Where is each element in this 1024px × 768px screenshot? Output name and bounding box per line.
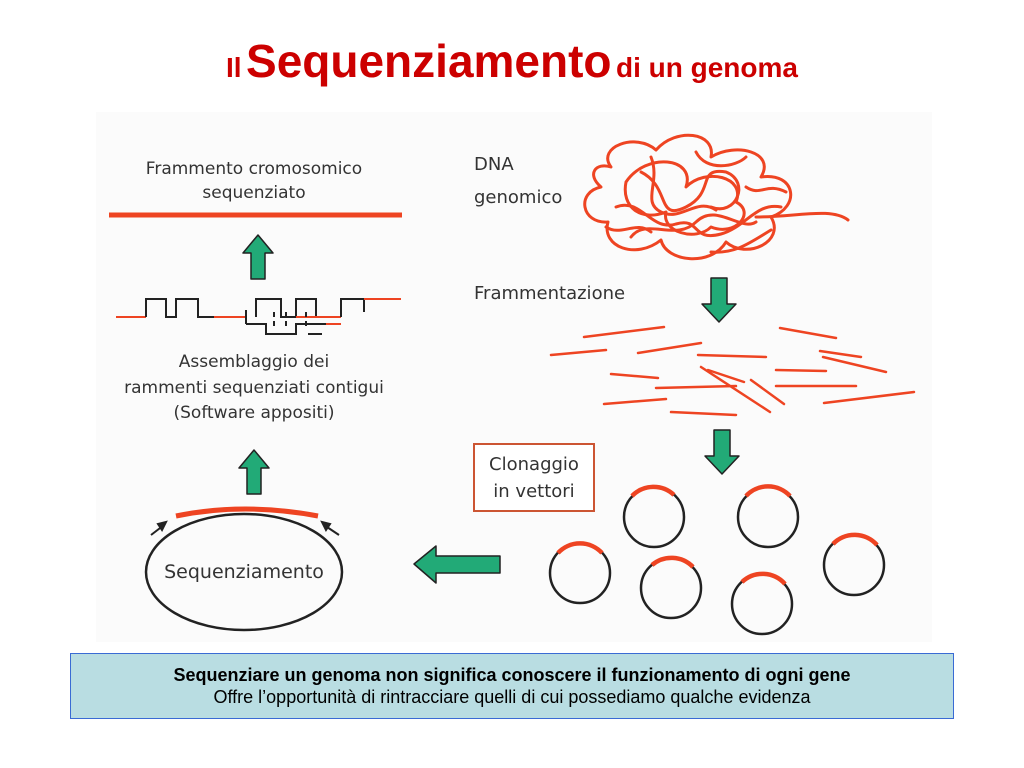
primer-arrows	[150, 520, 340, 536]
title-prefix: Il	[226, 52, 242, 83]
note-line-1: Sequenziare un genoma non significa cono…	[173, 665, 851, 685]
sequencing-vector-oval	[144, 512, 344, 632]
assembly-label: Assemblaggio dei rammenti sequenziati co…	[124, 352, 384, 423]
slide-title: Il Sequenziamento di un genoma	[0, 34, 1024, 88]
sequencing-diagram: Frammento cromosomico sequenziato Assemb…	[96, 112, 932, 642]
insert-segment	[175, 506, 319, 519]
down-arrow-bottom	[704, 429, 740, 475]
fragment-label: Frammento cromosomico sequenziato	[146, 159, 362, 203]
up-arrow-top	[242, 234, 274, 280]
note-box: Sequenziare un genoma non significa cono…	[70, 653, 954, 719]
plasmid-2	[736, 484, 800, 549]
contig-assembly	[116, 298, 401, 335]
svg-text:in vettori: in vettori	[493, 481, 574, 502]
svg-text:Frammento cromosomico: Frammento cromosomico	[146, 159, 362, 179]
up-arrow-bottom	[238, 449, 270, 495]
cloning-box	[473, 443, 595, 512]
svg-text:genomico: genomico	[474, 187, 562, 208]
plasmid-5	[639, 555, 703, 620]
svg-text:sequenziato: sequenziato	[202, 183, 305, 203]
down-arrow-top	[701, 277, 737, 323]
sequencing-label: Sequenziamento	[164, 561, 324, 583]
plasmid-3	[548, 541, 612, 605]
title-main: Sequenziamento	[246, 35, 612, 87]
title-suffix: di un genoma	[615, 52, 798, 83]
fragmentation-label: Frammentazione	[474, 283, 625, 304]
svg-text:rammenti sequenziati contigui: rammenti sequenziati contigui	[124, 378, 384, 398]
svg-text:(Software appositi): (Software appositi)	[174, 403, 335, 423]
plasmid-vectors	[548, 484, 886, 636]
genomic-dna-tangle	[583, 133, 850, 261]
left-arrow	[413, 545, 501, 584]
plasmid-1	[622, 484, 686, 549]
plasmid-4	[822, 532, 886, 597]
cloning-label: Clonaggio in vettori	[489, 454, 579, 502]
svg-text:Clonaggio: Clonaggio	[489, 454, 579, 475]
svg-text:Assemblaggio dei: Assemblaggio dei	[179, 352, 329, 372]
note-line-2: Offre l’opportunità di rintracciare quel…	[213, 687, 811, 707]
plasmid-6	[730, 571, 794, 636]
dna-label: DNA genomico	[474, 154, 562, 208]
svg-text:DNA: DNA	[474, 154, 514, 175]
dna-fragments	[549, 325, 916, 417]
